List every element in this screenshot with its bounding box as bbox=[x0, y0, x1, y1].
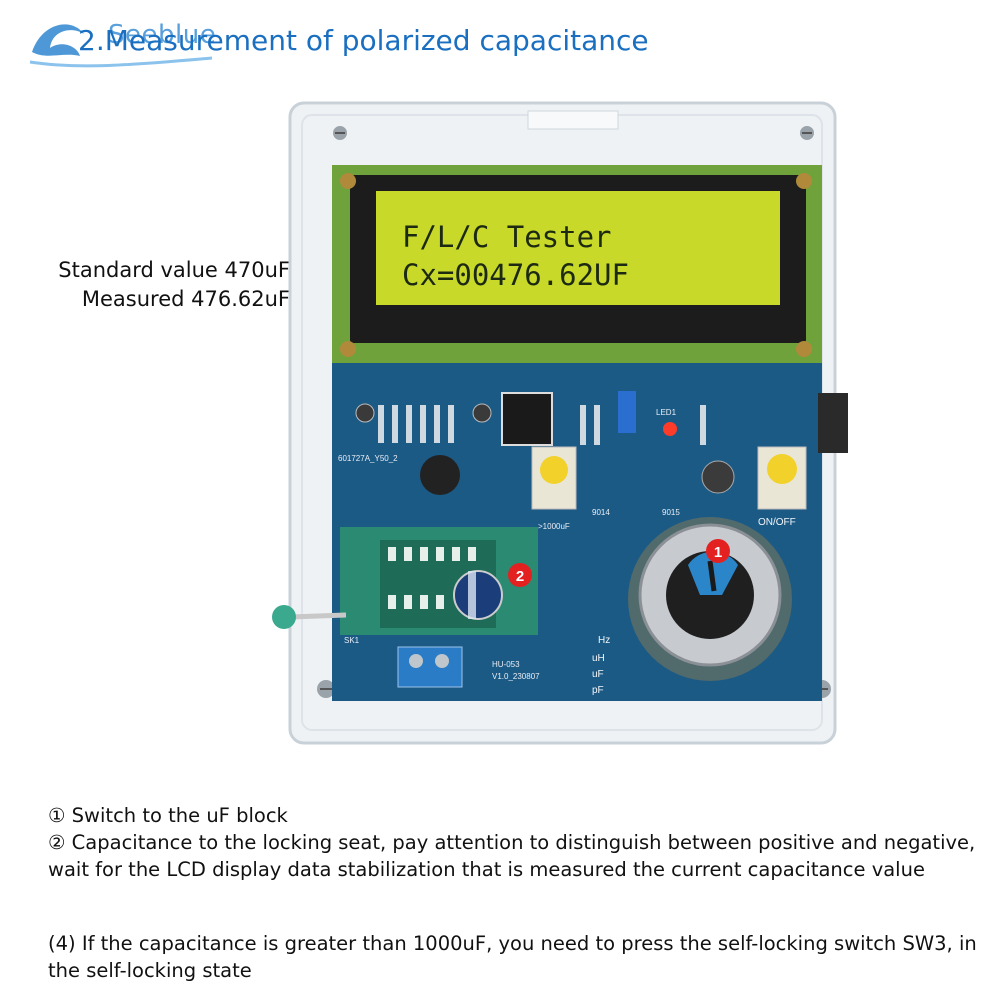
electrolytic-capacitor bbox=[701, 460, 735, 494]
spec-block: Standard value 470uF Measured 476.62uF bbox=[0, 256, 290, 314]
svg-text:SK1: SK1 bbox=[344, 636, 360, 645]
marker-1-badge bbox=[706, 539, 730, 563]
lcd-line-2: Cx=00476.62UF bbox=[402, 258, 629, 292]
onoff-label: ON/OFF bbox=[758, 517, 796, 528]
ic-chip bbox=[501, 392, 553, 446]
power-button[interactable] bbox=[757, 446, 807, 510]
wave-logo-icon bbox=[29, 24, 213, 68]
svg-text:V1.0_230807: V1.0_230807 bbox=[492, 672, 540, 681]
tester-device-photo: F/L/C Tester Cx=00476.62UF LED1 601727A_… bbox=[270, 95, 870, 765]
terminal-block bbox=[397, 646, 463, 688]
push-button-left[interactable] bbox=[531, 446, 577, 510]
svg-text:>1000uF: >1000uF bbox=[538, 522, 570, 531]
lcd-line-1: F/L/C Tester bbox=[402, 220, 612, 254]
test-capacitor bbox=[453, 570, 503, 620]
svg-text:pF: pF bbox=[592, 685, 604, 696]
svg-text:uF: uF bbox=[592, 669, 604, 680]
standard-value-text: Standard value 470uF bbox=[58, 258, 290, 282]
brand-name: Seeblue bbox=[108, 20, 217, 50]
svg-text:Hz: Hz bbox=[598, 635, 610, 646]
svg-text:2: 2 bbox=[516, 568, 524, 585]
regulator bbox=[420, 455, 460, 495]
svg-text:uH: uH bbox=[592, 653, 605, 664]
svg-text:9015: 9015 bbox=[662, 508, 680, 517]
note-1: ① Switch to the uF block bbox=[48, 804, 288, 827]
power-jack bbox=[818, 393, 848, 453]
socket-lever[interactable] bbox=[289, 612, 347, 620]
marker-2-badge bbox=[508, 563, 532, 587]
note-2: ② Capacitance to the locking seat, pay a… bbox=[48, 831, 976, 881]
brand-logo: Seeblue bbox=[22, 12, 222, 72]
trimmer-pot bbox=[618, 391, 636, 433]
page-title: 2.Measurement of polarized capacitance bbox=[78, 24, 649, 57]
instructions: ① Switch to the uF block ② Capacitance t… bbox=[48, 802, 978, 883]
pcb-label: 601727A_Y50_2 bbox=[338, 454, 398, 463]
svg-text:9014: 9014 bbox=[592, 508, 610, 517]
measured-value-text: Measured 476.62uF bbox=[81, 287, 290, 311]
svg-text:1: 1 bbox=[714, 544, 722, 561]
svg-text:HU-053: HU-053 bbox=[492, 660, 520, 669]
led-indicator bbox=[663, 422, 677, 436]
lcd-screen bbox=[376, 191, 780, 305]
resistor-row bbox=[378, 405, 706, 445]
case-tab bbox=[527, 110, 619, 130]
svg-text:LED1: LED1 bbox=[656, 408, 677, 417]
note-3: (4) If the capacitance is greater than 1… bbox=[48, 932, 977, 982]
